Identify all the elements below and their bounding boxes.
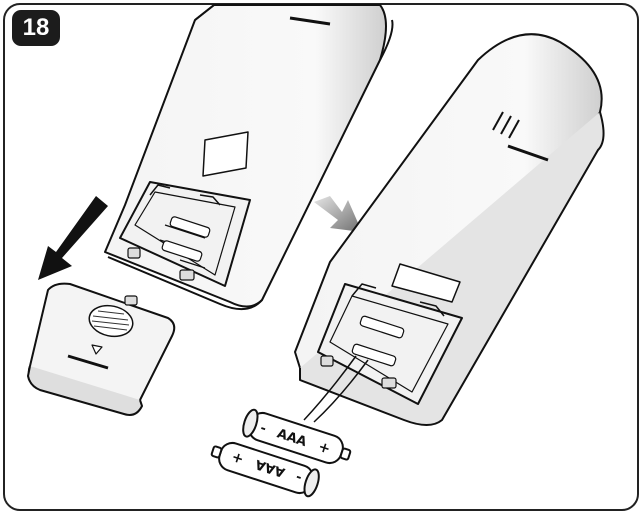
battery-upper: AAA - +	[242, 408, 352, 465]
right-remote	[294, 33, 605, 426]
battery-upper-plus: +	[316, 439, 332, 458]
left-remote	[104, 4, 394, 311]
battery-lower-minus: -	[294, 469, 304, 485]
battery-upper-minus: -	[258, 421, 268, 437]
battery-lower: AAA - +	[210, 441, 320, 498]
right-shaded-arrow-icon	[314, 196, 362, 232]
down-left-arrow-icon	[38, 196, 108, 280]
battery-lid	[27, 282, 176, 416]
battery-lower-plus: +	[230, 448, 246, 467]
step-number-badge: 18	[12, 10, 60, 46]
